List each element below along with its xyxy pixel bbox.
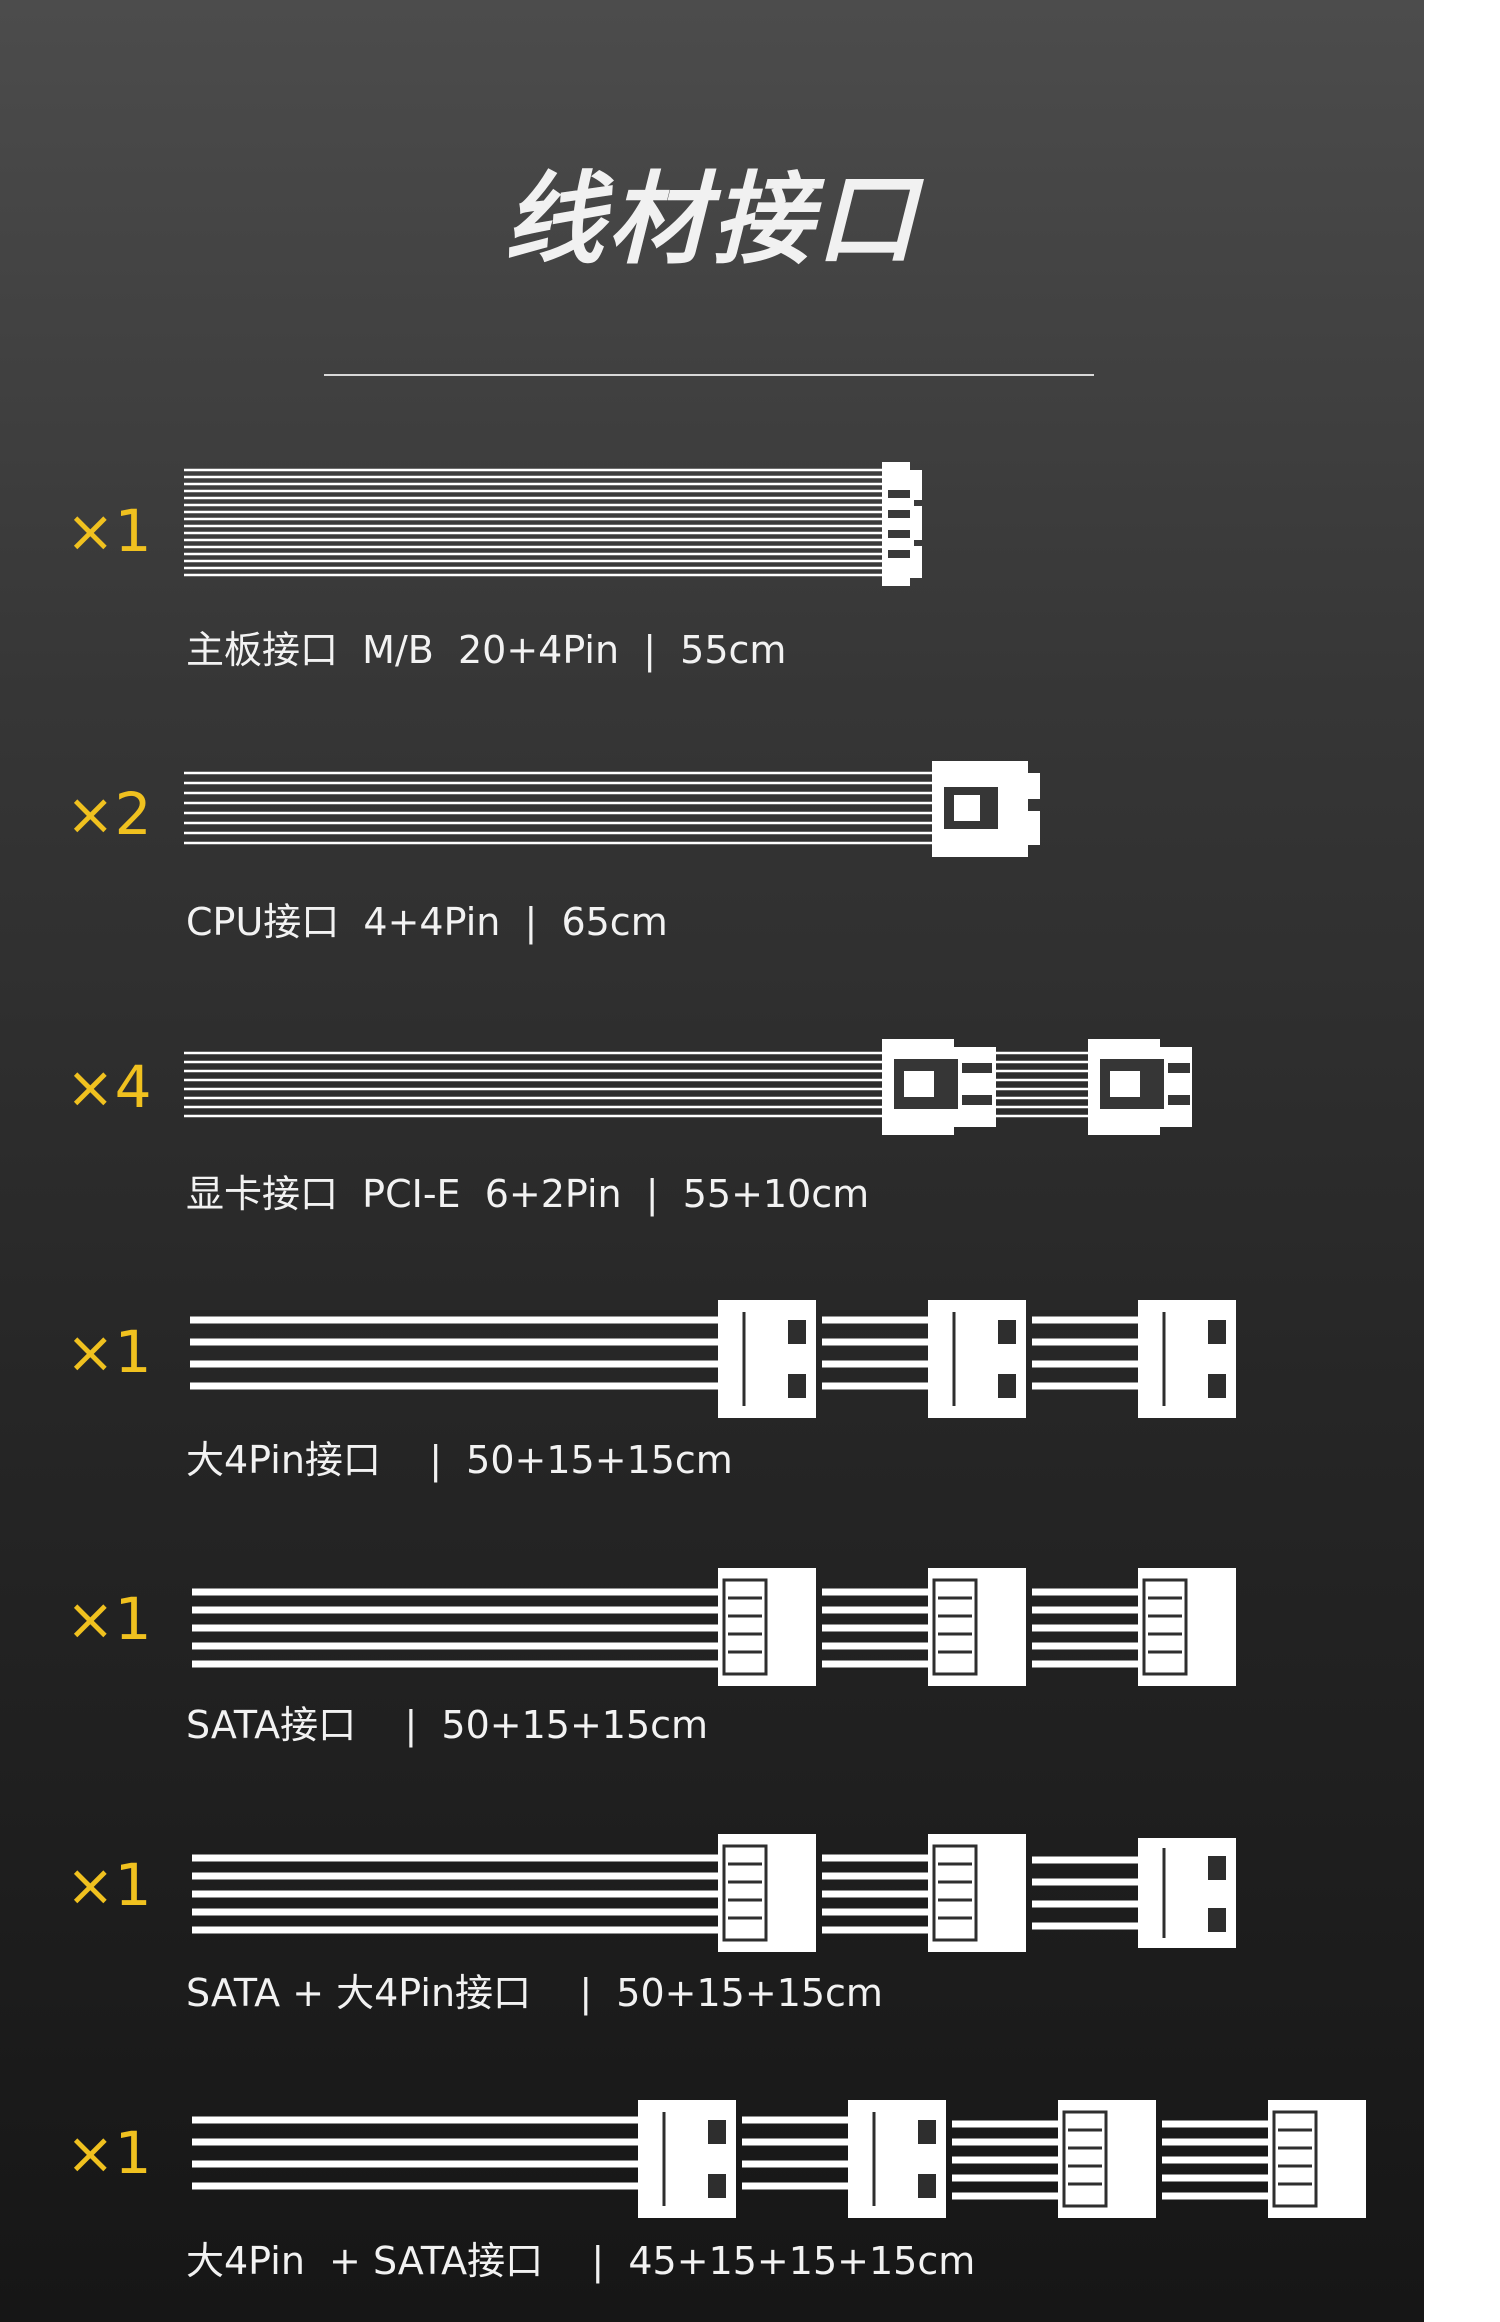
molex-sata-cable-label: 大4Pin + SATA接口 | 45+15+15+15cm xyxy=(186,2239,976,2283)
sata-molex-cable-label: SATA + 大4Pin接口 | 50+15+15cm xyxy=(186,1971,883,2015)
quantity-cpu: ×2 xyxy=(66,780,152,848)
quantity-molex-sata: ×1 xyxy=(66,2119,152,2187)
title-divider xyxy=(324,374,1094,376)
quantity-motherboard: ×1 xyxy=(66,497,152,565)
motherboard-cable-icon xyxy=(184,462,922,586)
molex-cable-label: 大4Pin接口 | 50+15+15cm xyxy=(186,1438,733,1482)
quantity-sata-molex: ×1 xyxy=(66,1851,152,1919)
quantity-gpu: ×4 xyxy=(66,1053,152,1121)
sata-cable-label: SATA接口 | 50+15+15cm xyxy=(186,1703,709,1747)
page-title: 线材接口 xyxy=(504,161,920,278)
sata-molex-cable-icon xyxy=(192,1834,1236,1952)
gpu-cable-icon xyxy=(184,1039,1192,1135)
motherboard-cable-label: 主板接口 M/B 20+4Pin | 55cm xyxy=(186,628,787,672)
quantity-sata: ×1 xyxy=(66,1585,152,1653)
molex-cable-icon xyxy=(190,1300,1236,1418)
cpu-cable-icon xyxy=(184,761,1040,857)
cpu-cable-label: CPU接口 4+4Pin | 65cm xyxy=(186,900,668,944)
gpu-cable-label: 显卡接口 PCI-E 6+2Pin | 55+10cm xyxy=(186,1172,870,1216)
quantity-molex: ×1 xyxy=(66,1318,152,1386)
molex-sata-cable-icon xyxy=(192,2100,1366,2218)
sata-cable-icon xyxy=(192,1568,1236,1686)
product-panel: 线材接口 ×1 主板接口 M/B 20+4Pin | 55cm ×2 xyxy=(0,0,1424,2322)
